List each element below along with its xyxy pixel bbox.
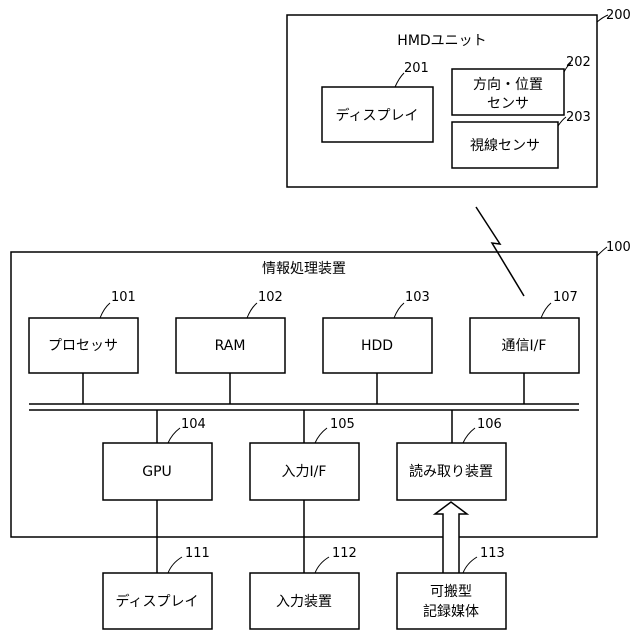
hmd-display-ref: 201 [404, 61, 429, 76]
ram-label: RAM [215, 338, 246, 354]
external-display-leader [168, 557, 182, 573]
hdd-ref: 103 [405, 290, 430, 305]
comm-if-leader [541, 303, 551, 318]
processor-label: プロセッサ [48, 338, 118, 354]
portable-media-label-line2: 記録媒体 [423, 603, 479, 620]
gpu-ref: 104 [181, 417, 206, 432]
input-if-ref: 105 [330, 417, 355, 432]
reader-ref: 106 [477, 417, 502, 432]
input-if-leader [315, 428, 327, 443]
hmd-display-leader [395, 73, 404, 87]
external-display-label: ディスプレイ [115, 593, 198, 610]
hmd-unit-title: HMDユニット [397, 33, 486, 49]
hmd-display-label: ディスプレイ [335, 107, 418, 124]
hdd-leader [394, 303, 404, 318]
comm-if-ref: 107 [553, 290, 578, 305]
external-display-ref: 111 [185, 546, 210, 561]
top-bus-stubs [83, 373, 524, 404]
direction-sensor-label-line2: センサ [487, 96, 529, 112]
comm-if-label: 通信I/F [502, 338, 547, 354]
input-device-label: 入力装置 [276, 594, 332, 610]
hdd-label: HDD [361, 338, 393, 354]
info-device-box [11, 252, 597, 537]
hmd-unit: HMDユニット 200 ディスプレイ 201 方向・位置 センサ 202 視線セ… [287, 8, 631, 187]
ram-ref: 102 [258, 290, 283, 305]
info-device-title: 情報処理装置 [262, 261, 346, 277]
gpu-label: GPU [142, 464, 172, 480]
ram-leader [247, 303, 257, 318]
portable-media-ref: 113 [480, 546, 505, 561]
direction-sensor-ref: 202 [566, 55, 591, 70]
input-if-label: 入力I/F [282, 464, 327, 480]
input-device-ref: 112 [332, 546, 357, 561]
gaze-sensor-ref: 203 [566, 110, 591, 125]
gpu-leader [168, 428, 180, 443]
portable-media-box [397, 573, 506, 629]
direction-sensor-label-line1: 方向・位置 [473, 77, 543, 93]
processor-ref: 101 [111, 290, 136, 305]
system-bus [29, 404, 579, 410]
input-device-leader [315, 557, 329, 573]
portable-media-leader [463, 557, 477, 573]
reader-label: 読み取り装置 [409, 463, 493, 480]
info-device-ref: 100 [606, 240, 631, 255]
reader-leader [463, 428, 475, 443]
portable-media-label-line1: 可搬型 [430, 584, 472, 600]
hmd-unit-ref: 200 [606, 8, 631, 23]
processor-leader [100, 303, 110, 318]
gaze-sensor-leader [558, 117, 566, 126]
info-device: 情報処理装置 100 プロセッサ 101 RAM 102 HDD 103 通信I… [11, 240, 631, 537]
gaze-sensor-label: 視線センサ [470, 138, 540, 154]
